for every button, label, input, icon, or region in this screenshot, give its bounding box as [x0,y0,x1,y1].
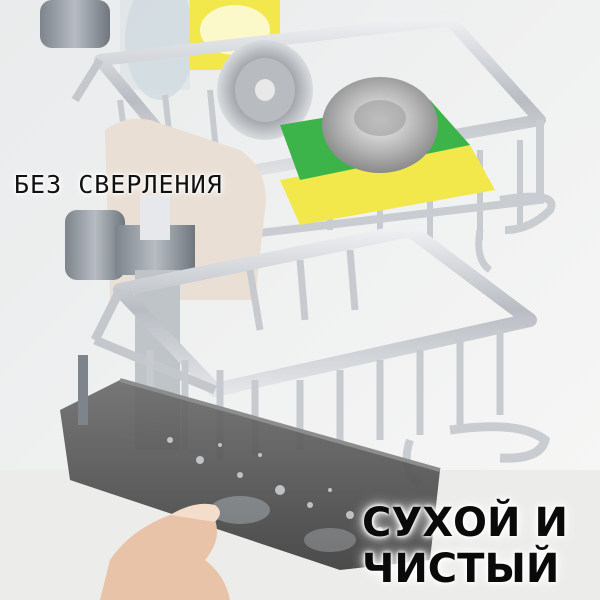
caption-line-1: СУХОЙ И [362,500,568,546]
hand [100,503,230,600]
caption-line-2: ЧИСТЫЙ [362,546,560,592]
caption-dry-and-clean: СУХОЙ И ЧИСТЫЙ [362,500,586,592]
upper-faucet [40,0,195,100]
drain-strainer [217,40,313,140]
lower-rack [90,223,551,489]
caption-no-drilling: БЕЗ СВЕРЛЕНИЯ [14,170,223,199]
drip-tray [60,378,441,570]
mount-rod [78,355,88,425]
